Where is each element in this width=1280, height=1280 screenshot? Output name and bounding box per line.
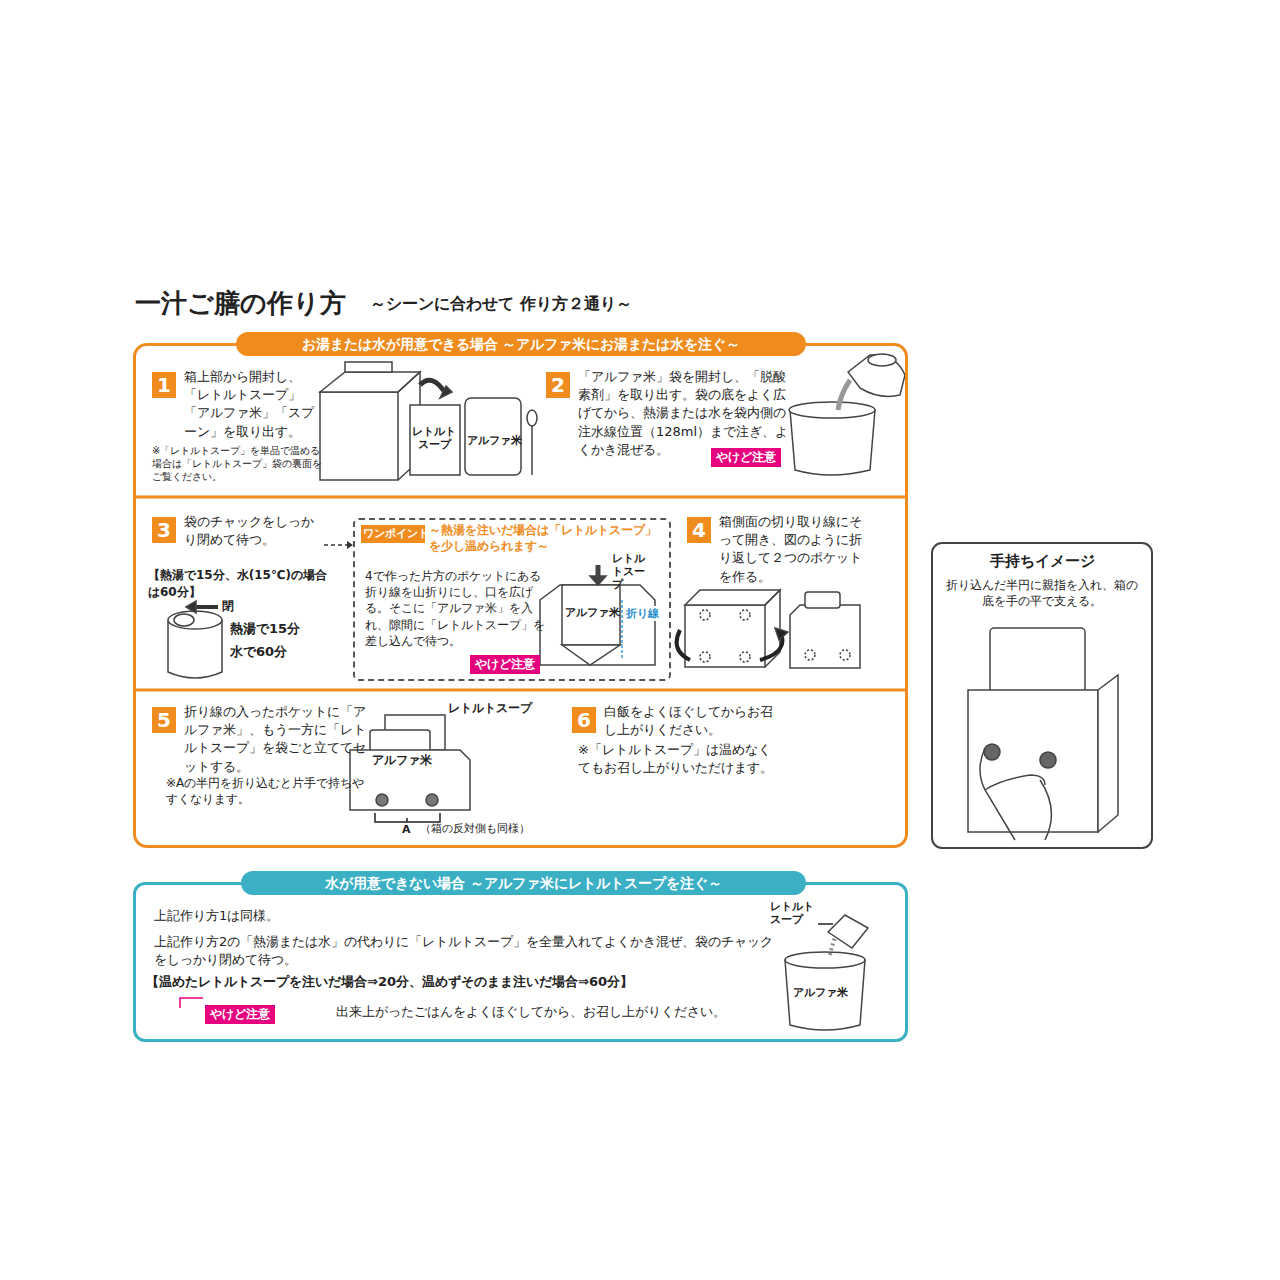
label: アルファ米 (372, 752, 432, 769)
body-text: 4で作った片方のポケットにある折り線を山折りにし、口を広げる。そこに「アルファ米… (365, 568, 545, 649)
label: やけど注意 (470, 655, 540, 674)
heading-text: 3 (152, 517, 176, 543)
label: 熱湯で15分 (230, 620, 300, 638)
body-text: 「アルファ米」袋を開封し、「脱酸素剤」を取り出す。袋の底をよく広げてから、熱湯ま… (578, 368, 790, 459)
body-text: 【温めたレトルトスープを注いだ場合⇒20分、温めずそのまま注いだ場合⇒60分】 (146, 973, 786, 991)
label: 閉 (222, 598, 234, 615)
heading-text: 6 (572, 707, 596, 733)
step-box: 3 袋のチャックをしっかり閉めて待つ。【熱湯で15分、水(15℃)の場合は60分】 (146, 511, 336, 691)
heading-text: 水が用意できない場合 ～アルファ米にレトルトスープを注ぐ～ (241, 871, 806, 895)
body-text: 折り線の入ったポケットに「アルファ米」、もう一方に「レトルトスープ」を袋ごと立て… (184, 703, 366, 776)
body-text: ※「レトルトスープ」は温めなくてもお召し上がりいただけます。 (578, 741, 778, 777)
body-text: 箱上部から開封し、「レトルトスープ」「アルファ米」「スプーン」を取り出す。 (184, 368, 324, 441)
label: （箱の反対側も同様） (420, 821, 530, 836)
label: レトルトスープ (412, 425, 456, 451)
label: レトルトスープ (612, 552, 652, 592)
heading-text: 1 (152, 372, 176, 398)
heading-text: お湯または水が用意できる場合 ～アルファ米にお湯または水を注ぐ～ (236, 332, 806, 356)
section-panel: お湯または水が用意できる場合 ～アルファ米にお湯または水を注ぐ～1箱上部から開封… (133, 343, 908, 848)
body-text: 白飯をよくほぐしてからお召し上がりください。 (604, 703, 784, 739)
label: やけど注意 (205, 1005, 275, 1024)
label: アルファ米 (565, 605, 620, 620)
body-text: 折り込んだ半円に親指を入れ、箱の底を手の平で支える。 (942, 577, 1142, 609)
step-box: 1 箱上部から開封し、「レトルトスープ」「アルファ米」「スプーン」を取り出す。※「… (146, 366, 541, 496)
label: やけど注意 (711, 448, 781, 467)
body-text: ※Aの半円を折り込むと片手で持ちやすくなります。 (166, 775, 366, 807)
label: アルファ米 (467, 433, 522, 448)
heading-text: 4 (687, 517, 711, 543)
step-box: 6 白飯をよくほぐしてからお召し上がりください。※「レトルトスープ」は温めなくても… (566, 701, 896, 841)
body-text: 出来上がったごはんをよくほぐしてから、お召し上がりください。 (336, 1003, 776, 1021)
step-box: 4 箱側面の切り取り線にそって開き、図のように折り返して２つのポケットを作る。 (681, 511, 906, 691)
body-text: 箱側面の切り取り線にそって開き、図のように折り返して２つのポケットを作る。 (719, 513, 869, 586)
label: レトルトスープ (770, 900, 815, 926)
heading-text: ワンポイント (361, 525, 425, 543)
heading-text: 手持ちイメージ (942, 551, 1142, 572)
body-text: ※「レトルトスープ」を単品で温める場合は「レトルトスープ」袋の裏面をご覧ください… (152, 444, 324, 483)
label: ～シーンに合わせて 作り方２通り～ (370, 293, 632, 315)
title: 一汁ご膳の作り方 (135, 286, 346, 321)
label: 折り線 (626, 606, 659, 621)
label: レトルトスープ (448, 700, 532, 717)
step-box: 5 折り線の入ったポケットに「アルファ米」、もう一方に「レトルトスープ」を袋ごと立… (146, 701, 556, 841)
body-text: 【熱湯で15分、水(15℃)の場合は60分】 (148, 567, 334, 601)
hand-hold-box: 手持ちイメージ折り込んだ半円に親指を入れ、箱の底を手の平で支える。 (932, 543, 1152, 848)
dashed-connector (324, 541, 353, 549)
body-text: ～熱湯を注いだ場合は「レトルトスープ」を少し温められます～ (429, 523, 665, 554)
body-text: 袋のチャックをしっかり閉めて待つ。 (184, 513, 324, 549)
body-text: 上記作り方2の「熱湯または水」の代わりに「レトルトスープ」を全量入れてよくかき混… (154, 933, 784, 969)
label: アルファ米 (793, 985, 848, 1000)
label: A (402, 822, 411, 837)
heading-text: 5 (152, 707, 176, 733)
heading-text: 2 (546, 372, 570, 398)
label: 水で60分 (230, 643, 287, 661)
step-box: 2 「アルファ米」袋を開封し、「脱酸素剤」を取り出す。袋の底をよく広げてから、熱湯… (546, 366, 901, 496)
body-text: 上記作り方1は同様。 (154, 907, 554, 925)
